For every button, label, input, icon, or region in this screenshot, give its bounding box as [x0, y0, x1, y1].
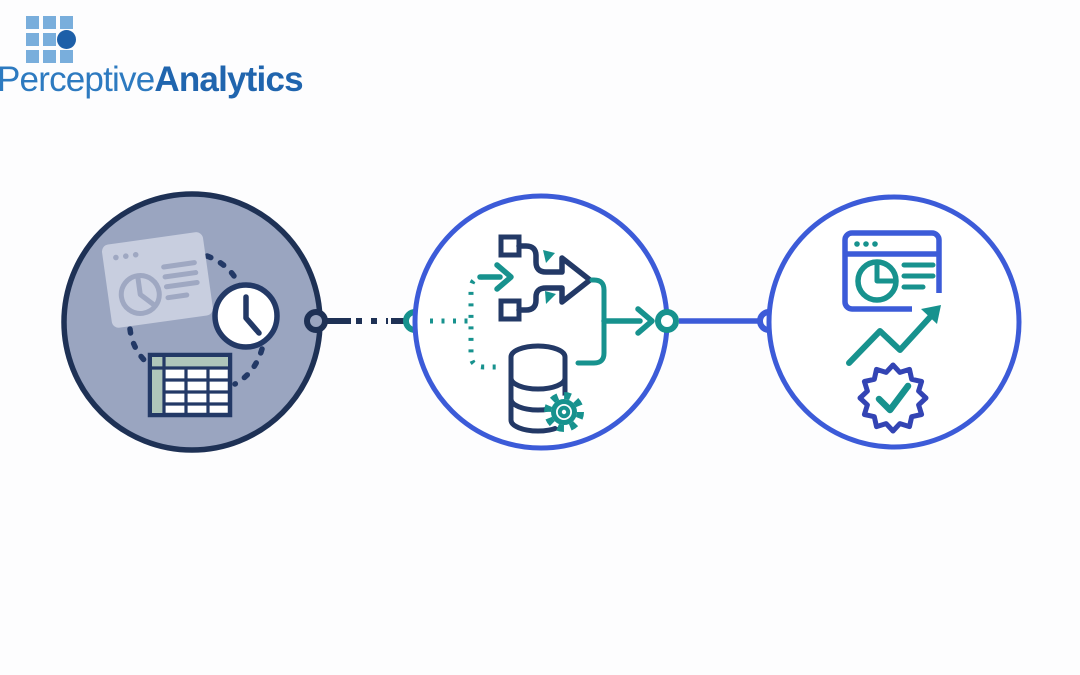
flow-triangle-bottom	[545, 291, 556, 304]
teal-input-arrow-icon	[477, 262, 514, 292]
badge-seal	[857, 362, 929, 434]
browser-dot	[122, 253, 129, 259]
logo-grid-cell	[43, 50, 56, 63]
stage1-data-collection-circle	[61, 191, 323, 453]
report-pie-wedge	[874, 260, 898, 284]
logo-grid-cell	[26, 33, 39, 46]
gear-hole	[557, 405, 571, 419]
navy-ring-node	[304, 309, 328, 333]
cycle-arc-bottom	[232, 346, 265, 387]
browser-dot	[132, 251, 139, 258]
clock-icon	[212, 282, 280, 350]
browser-card	[101, 232, 213, 328]
logo-grid-cell	[26, 16, 39, 29]
logo-grid-cell	[43, 16, 56, 29]
output-arrow-head	[635, 306, 655, 336]
stage2-data-processing-circle	[412, 193, 670, 451]
window-dot	[872, 241, 878, 247]
connector-stage2-stage3	[655, 309, 781, 333]
table-grid-lines	[150, 355, 230, 415]
report-window-frame	[842, 230, 942, 312]
teal-ring-node-out	[655, 309, 679, 333]
window-dot	[863, 241, 869, 247]
logo-grid-cell	[60, 50, 73, 63]
stage3-insights-circle	[766, 194, 1022, 450]
growth-arrow-icon	[846, 305, 941, 366]
logo-wordmark: PerceptiveAnalytics	[0, 60, 304, 100]
growth-arrow-zigzag	[846, 312, 935, 366]
logo-grid-cell	[43, 33, 56, 46]
clock-hands	[243, 294, 262, 336]
logo-grid-cell	[26, 50, 39, 63]
input-arrow-head	[494, 262, 514, 292]
flow-triangle-top	[543, 250, 555, 263]
badge-checkmark	[875, 382, 912, 414]
table-first-column	[152, 368, 164, 413]
gear-icon	[544, 392, 584, 432]
perceptive-analytics-logo: PerceptiveAnalytics	[0, 0, 304, 110]
logo-grid-icon	[26, 16, 76, 63]
growth-arrow-head	[921, 305, 941, 324]
text-lines	[161, 260, 200, 301]
teal-output-arrow-icon	[575, 277, 655, 366]
stage3-circle	[766, 194, 1022, 450]
logo-grid-dot-icon	[57, 30, 76, 49]
pie-wedge-lines	[135, 275, 157, 308]
window-dot	[854, 241, 860, 247]
browser-pie-window-icon	[101, 232, 213, 328]
browser-dot	[113, 254, 119, 261]
verified-badge-icon	[857, 362, 929, 434]
logo-text-regular: Perceptive	[0, 60, 155, 99]
connector-stage1-stage2	[304, 309, 427, 333]
data-table-icon	[147, 352, 233, 418]
table-header-row	[152, 357, 228, 368]
report-text-lines	[901, 262, 936, 290]
logo-grid-cell	[60, 16, 73, 29]
logo-text-bold: Analytics	[154, 60, 303, 99]
